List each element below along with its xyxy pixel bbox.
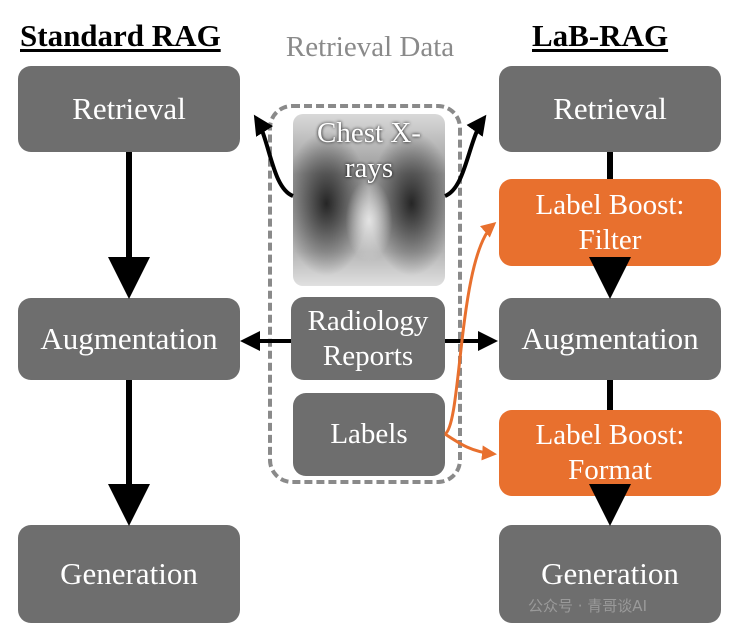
radiology-reports-box: Radiology Reports — [291, 297, 445, 380]
standard-rag-title: Standard RAG — [20, 18, 221, 53]
retrieval-data-group — [268, 104, 462, 484]
arrow-labels-to-filter — [443, 222, 497, 436]
lab-rag-title: LaB-RAG — [532, 18, 669, 53]
arrow-xray-to-standard-retrieval — [253, 114, 294, 198]
retrieval-data-title: Retrieval Data — [285, 31, 455, 63]
standard-retrieval-box: Retrieval — [18, 66, 240, 152]
chest-xray-image — [293, 114, 445, 286]
watermark-text: 公众号 · 青哥谈AI — [528, 597, 647, 615]
lab-retrieval-box: Retrieval — [499, 66, 721, 152]
lab-generation-box: Generation — [499, 525, 721, 623]
arrow-xray-to-lab-retrieval — [444, 114, 487, 198]
standard-augmentation-box: Augmentation — [18, 298, 240, 380]
arrow-labels-to-format — [444, 432, 497, 461]
label-boost-format-box: Label Boost: Format — [499, 410, 721, 496]
lab-augmentation-box: Augmentation — [499, 298, 721, 380]
standard-generation-box: Generation — [18, 525, 240, 623]
label-boost-filter-box: Label Boost: Filter — [499, 179, 721, 266]
labels-box: Labels — [293, 393, 445, 476]
chest-xray-label: Chest X-rays — [317, 117, 421, 184]
